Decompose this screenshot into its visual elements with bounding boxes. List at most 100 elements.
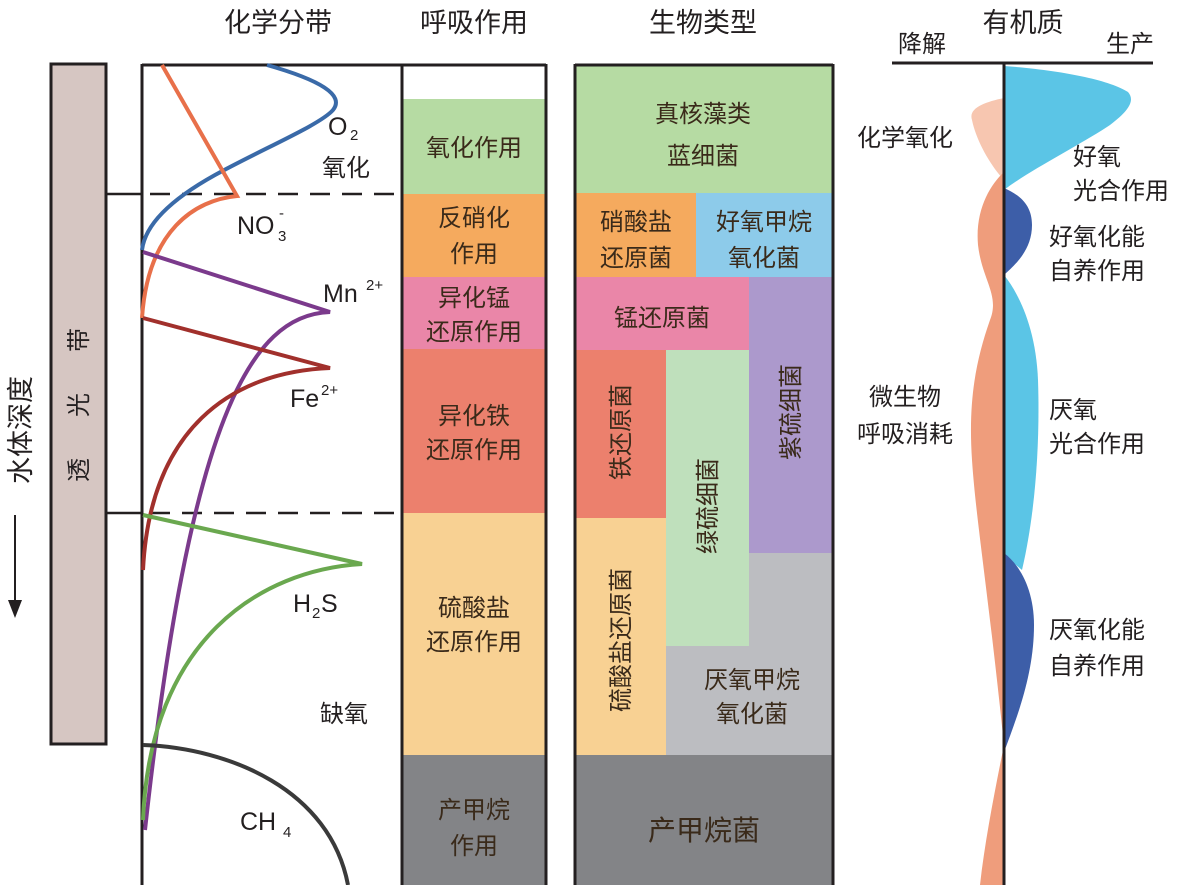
chemical-oxidation-label: 化学氧化 — [857, 124, 953, 152]
resp-denitrification — [402, 194, 546, 277]
depth-axis: 水体深度 — [6, 376, 37, 618]
header-chemical-zonation: 化学分带 — [224, 8, 332, 39]
org-fe-reducers — [575, 350, 666, 518]
svg-text:氧化菌: 氧化菌 — [716, 700, 788, 728]
sulfate-reducers-label: 硫酸盐还原菌 — [607, 568, 635, 712]
resp-sulfate-reduction — [402, 513, 546, 755]
label-production: 生产 — [1106, 30, 1154, 58]
svg-text:光合作用: 光合作用 — [1049, 430, 1145, 458]
svg-text:Fe: Fe — [290, 385, 319, 413]
svg-text:厌氧化能: 厌氧化能 — [1049, 616, 1145, 644]
header-organic-matter: 有机质 — [983, 8, 1064, 39]
mn2-label: Mn 2+ — [323, 277, 383, 308]
svg-text:S: S — [321, 590, 338, 618]
svg-text:光: 光 — [65, 393, 93, 417]
svg-text:还原菌: 还原菌 — [600, 244, 672, 272]
resp-oxidation — [402, 99, 546, 194]
svg-text:还原作用: 还原作用 — [426, 318, 522, 346]
svg-text:异化锰: 异化锰 — [438, 284, 510, 312]
org-aerobic-methanotrophs — [696, 193, 833, 277]
svg-text:真核藻类: 真核藻类 — [655, 100, 751, 128]
svg-text:Mn: Mn — [323, 280, 358, 308]
microbial-respiration-shape — [970, 172, 1004, 885]
svg-text:CH: CH — [240, 808, 276, 836]
org-eukaryotic-algae — [575, 65, 833, 193]
header-respiration: 呼吸作用 — [420, 8, 528, 39]
ch4-curve — [142, 743, 350, 885]
svg-text:光合作用: 光合作用 — [1073, 177, 1169, 205]
svg-text:3: 3 — [278, 228, 286, 245]
resp-mn-reduction — [402, 277, 546, 349]
svg-text:2: 2 — [312, 605, 320, 622]
label-degradation: 降解 — [898, 30, 946, 58]
org-green-sulfur-bacteria — [666, 350, 749, 646]
org-sulfate-reducers — [575, 518, 666, 755]
no3-curve — [140, 64, 241, 319]
svg-text:H: H — [293, 590, 311, 618]
svg-text:异化铁: 异化铁 — [438, 402, 510, 430]
anoxic-zone-label: 缺氧 — [320, 700, 368, 728]
no3-label: NO 3 - — [237, 205, 286, 245]
photic-zone-label: 透 光 带 — [65, 328, 93, 482]
header-organism-type: 生物类型 — [649, 8, 757, 39]
green-sulfur-label: 绿硫细菌 — [694, 458, 722, 554]
anaerobic-photosynthesis-shape — [1004, 275, 1039, 570]
svg-text:氧化作用: 氧化作用 — [426, 134, 522, 162]
svg-text:NO: NO — [237, 212, 275, 240]
svg-text:产甲烷菌: 产甲烷菌 — [648, 814, 760, 847]
svg-text:好氧: 好氧 — [1073, 143, 1121, 171]
h2s-label: H 2 S — [293, 590, 338, 622]
svg-text:带: 带 — [65, 328, 93, 352]
svg-text:2: 2 — [350, 127, 358, 144]
svg-text:硫酸盐: 硫酸盐 — [438, 594, 510, 622]
org-methanogens — [575, 755, 833, 885]
svg-text:2+: 2+ — [321, 382, 338, 399]
mn2-curve — [142, 250, 331, 831]
o2-curve — [140, 63, 338, 251]
svg-text:透: 透 — [65, 458, 93, 482]
svg-text:还原作用: 还原作用 — [426, 436, 522, 464]
aerobic-chemoautotrophy-shape — [1004, 188, 1032, 275]
resp-fe-reduction — [402, 349, 546, 513]
svg-text:锰还原菌: 锰还原菌 — [614, 304, 710, 332]
organic-matter-panel: 化学氧化 微生物 呼吸消耗 好氧 光合作用 好氧化能 自养作用 厌氧 光合作用 … — [857, 61, 1169, 885]
svg-text:氧化菌: 氧化菌 — [728, 244, 800, 272]
svg-text:好氧化能: 好氧化能 — [1049, 223, 1145, 251]
chemical-oxidation-shape — [971, 98, 1004, 180]
svg-text:自养作用: 自养作用 — [1049, 257, 1145, 285]
resp-methanogenesis — [402, 755, 546, 885]
svg-text:作用: 作用 — [450, 832, 498, 860]
anaerobic-chemoautotrophy-shape — [1004, 553, 1034, 752]
organism-column: 真核藻类 蓝细菌 硝酸盐 还原菌 好氧甲烷 氧化菌 锰还原菌 铁还原菌 绿硫细菌… — [573, 63, 835, 885]
purple-sulfur-label: 紫硫细菌 — [777, 364, 805, 460]
fe-reducers-label: 铁还原菌 — [607, 384, 635, 480]
photic-zone-bar — [49, 62, 108, 746]
svg-text:产甲烷: 产甲烷 — [438, 796, 510, 824]
fe2-label: Fe 2+ — [290, 382, 338, 413]
svg-text:呼吸消耗: 呼吸消耗 — [857, 420, 953, 448]
down-arrow-head-icon — [8, 600, 22, 618]
svg-text:微生物: 微生物 — [869, 383, 941, 411]
oxic-zone-label: 氧化 — [322, 154, 370, 182]
svg-text:作用: 作用 — [450, 240, 498, 268]
depth-label: 水体深度 — [6, 376, 37, 484]
svg-text:自养作用: 自养作用 — [1049, 652, 1145, 680]
h2s-curve — [141, 513, 363, 821]
aerobic-photosynthesis-shape — [1004, 66, 1131, 190]
o2-label: O 2 — [328, 113, 358, 144]
svg-text:O: O — [328, 113, 347, 141]
org-mn-reducers — [575, 277, 749, 350]
chemical-panel: O 2 氧化 NO 3 - Mn 2+ Fe 2+ H 2 S 缺氧 CH 4 — [106, 63, 402, 885]
svg-text:厌氧甲烷: 厌氧甲烷 — [704, 666, 800, 694]
svg-text:硝酸盐: 硝酸盐 — [600, 208, 672, 236]
svg-text:厌氧: 厌氧 — [1049, 396, 1097, 424]
svg-text:-: - — [279, 205, 284, 222]
org-nitrate-reducers — [575, 193, 696, 277]
respiration-column: 氧化作用 反硝化 作用 异化锰 还原作用 异化铁 还原作用 硫酸盐 还原作用 产… — [400, 63, 548, 885]
org-purple-sulfur-bacteria — [749, 277, 833, 553]
svg-text:反硝化: 反硝化 — [438, 204, 510, 232]
svg-text:4: 4 — [283, 824, 291, 841]
fe2-curve — [141, 316, 331, 571]
svg-text:蓝细菌: 蓝细菌 — [667, 142, 739, 170]
